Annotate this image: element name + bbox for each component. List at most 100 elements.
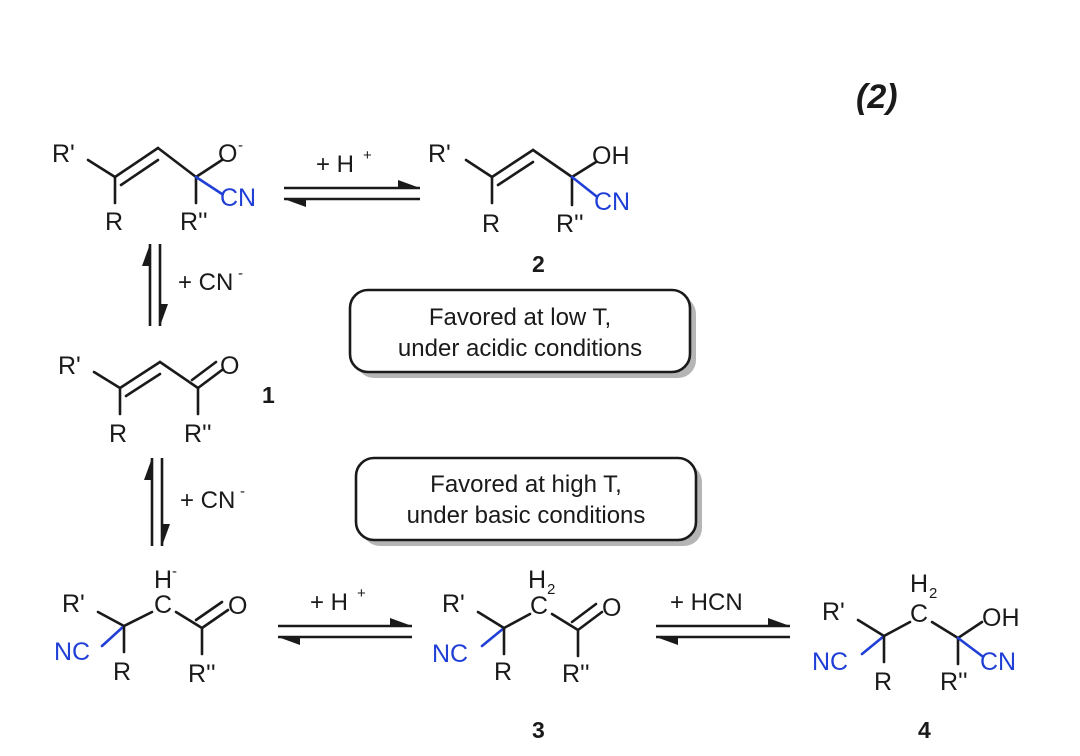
bond — [531, 148, 574, 179]
atom-r-prime: R' — [62, 590, 85, 618]
atom-r-double-prime: R'' — [180, 208, 208, 236]
bond — [856, 618, 886, 638]
condition-acidic-line1: Favored at low T, — [429, 304, 611, 331]
condition-box-basic: Favored at high T, under basic condition… — [354, 456, 702, 546]
bond — [119, 158, 160, 187]
bond — [956, 620, 984, 640]
bond — [882, 620, 912, 638]
equilibrium-arrow-lower-vertical — [144, 458, 170, 546]
bond — [496, 160, 535, 187]
bond — [156, 146, 198, 179]
atom-o: O — [220, 352, 239, 380]
atom-r: R — [105, 208, 123, 236]
bond — [930, 620, 960, 640]
atom-r-double-prime: R'' — [188, 660, 216, 688]
atom-r: R — [874, 668, 892, 696]
bond — [113, 146, 160, 179]
bond-cyanide — [194, 175, 224, 196]
equation-number: (2) — [856, 78, 898, 116]
atom-r: R — [482, 210, 500, 238]
bond — [576, 610, 604, 632]
atom-c: C — [530, 592, 548, 620]
bond — [570, 160, 598, 179]
condition-basic-line2: under basic conditions — [407, 502, 646, 529]
reagent-cn-lower: + CN — [180, 487, 235, 514]
bond — [124, 372, 162, 398]
bond — [194, 158, 224, 179]
bond — [174, 610, 204, 630]
bond — [476, 610, 506, 630]
bond — [550, 612, 580, 632]
atom-nc: NC — [432, 640, 468, 668]
bond — [96, 610, 126, 628]
atom-cn: CN — [980, 648, 1016, 676]
bond — [200, 608, 230, 630]
bond-cyanide — [570, 175, 598, 198]
charge-plus: + — [357, 585, 366, 602]
bond — [158, 360, 200, 390]
condition-box-acidic: Favored at low T, under acidic condition… — [348, 288, 696, 378]
compound-3: R' NC R C H 2 O R'' 3 — [432, 566, 621, 743]
equilibrium-arrow-bottom-left — [278, 618, 412, 645]
charge-minus: - — [238, 265, 243, 282]
atom-nc: NC — [812, 648, 848, 676]
atom-r-prime: R' — [822, 598, 845, 626]
compound-4: R' NC R C H 2 OH R'' CN 4 — [812, 570, 1020, 743]
atom-c: C — [910, 600, 928, 628]
atom-r: R — [109, 420, 127, 448]
bond — [194, 600, 224, 622]
reagent-cn-upper: + CN — [178, 269, 233, 296]
subscript-2: 2 — [547, 581, 555, 598]
bond-cyanide — [860, 634, 886, 656]
atom-r-prime: R' — [52, 140, 75, 168]
equilibrium-arrow-upper-vertical — [142, 244, 168, 326]
atom-c: C — [154, 591, 172, 619]
charge-minus: - — [240, 483, 245, 500]
bond — [190, 360, 218, 382]
atom-r-prime: R' — [428, 140, 451, 168]
atom-h2: H — [528, 566, 546, 594]
condition-acidic-line2: under acidic conditions — [398, 335, 642, 362]
atom-cn: CN — [220, 184, 256, 212]
compound-number-3: 3 — [532, 717, 545, 743]
equilibrium-arrow-bottom-right — [656, 618, 790, 645]
atom-o: O — [602, 594, 621, 622]
bond — [118, 360, 162, 390]
reagent-h-plus-top: + H — [316, 151, 354, 178]
bond-cyanide — [480, 626, 506, 648]
atom-cn: CN — [594, 188, 630, 216]
compound-2: R' R OH R'' CN 2 — [428, 140, 630, 277]
atom-r-double-prime: R'' — [940, 668, 968, 696]
compound-number-1: 1 — [262, 382, 275, 408]
equilibrium-arrow-top — [284, 180, 420, 207]
bond — [502, 612, 532, 630]
reagent-hcn: + HCN — [670, 589, 743, 616]
reagent-h-plus-bottom: + H — [310, 589, 348, 616]
atom-r: R — [113, 658, 131, 686]
atom-nc: NC — [54, 638, 90, 666]
atom-h: H — [154, 566, 172, 594]
atom-o: O — [228, 592, 247, 620]
bond — [122, 610, 154, 628]
alkoxide-intermediate: R' R O - R'' CN — [52, 137, 256, 236]
atom-r-double-prime: R'' — [556, 210, 584, 238]
bond — [86, 158, 117, 179]
compound-number-4: 4 — [918, 717, 931, 743]
atom-r-double-prime: R'' — [184, 420, 212, 448]
bond — [570, 602, 598, 624]
atom-h2: H — [910, 570, 928, 598]
subscript-2: 2 — [929, 585, 937, 602]
atom-r-prime: R' — [442, 590, 465, 618]
charge-plus: + — [363, 147, 372, 164]
atom-oh: OH — [592, 142, 630, 170]
compound-1: R' R O R'' 1 — [58, 352, 275, 448]
atom-r: R — [494, 658, 512, 686]
conjugate-addition-anion: R' NC R C H - O R'' — [54, 563, 247, 688]
atom-o: O — [218, 140, 237, 168]
charge-minus: - — [238, 137, 243, 154]
condition-basic-line1: Favored at high T, — [430, 471, 622, 498]
bond-cyanide — [100, 624, 126, 648]
bond — [490, 148, 535, 179]
bond — [92, 370, 122, 390]
